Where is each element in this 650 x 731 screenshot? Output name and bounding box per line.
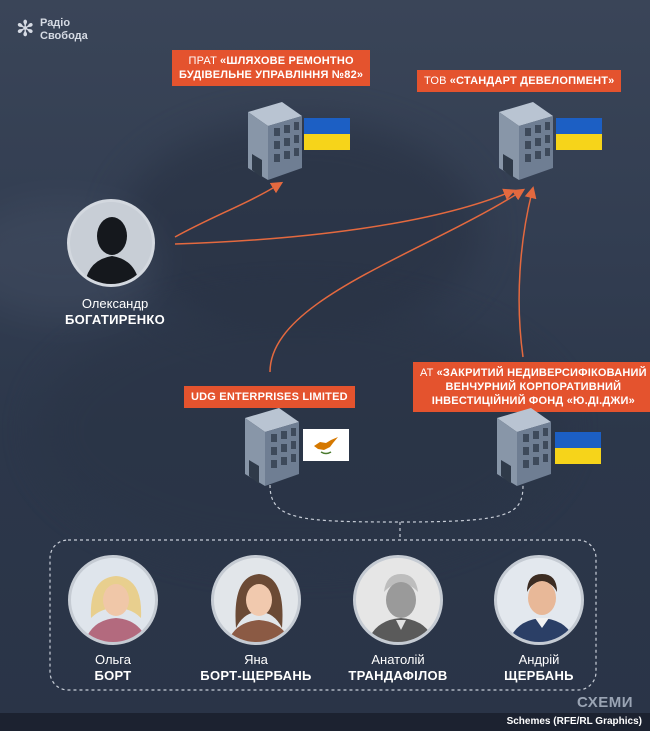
owner-name: Олександр БОГАТИРЕНКО [50,296,180,328]
company-label-fund: АТ«ЗАКРИТИЙ НЕДИВЕРСИФІКОВАНИЙ ВЕНЧУРНИЙ… [413,362,650,412]
dotted-link-companies [269,484,524,523]
person-name: Ольга БОРТ [48,652,178,684]
cyprus-map-icon [314,437,338,455]
avatar [211,555,301,645]
avatar [67,199,155,287]
logo-line1: Радіо [40,17,71,29]
person-name: Яна БОРТ-ЩЕРБАНЬ [181,652,331,684]
cyprus-flag-icon [303,429,349,461]
man-portrait-icon [508,574,576,642]
company-label-standart: ТОВ«СТАНДАРТ ДЕВЕЛОПМЕНТ» [417,70,622,92]
woman-portrait-icon [227,574,291,642]
ukraine-flag-icon [304,118,350,150]
company-name-line: ІНВЕСТИЦІЙНИЙ ФОНД «Ю.ДІ.ДЖИ» [431,395,635,407]
person-first-name: Яна [244,652,268,667]
building-icon [499,102,553,180]
company-name-line: «ШЛЯХОВЕ РЕМОНТНО [220,55,354,67]
person-last-name: ЩЕРБАНЬ [504,668,574,683]
building-icon [497,408,551,486]
company-prefix: ПРАТ [188,55,218,67]
company-name-line: UDG ENTERPRISES LIMITED [191,391,348,403]
schemes-logo: СХЕМИ [577,694,634,711]
person-last-name: БОРТ [94,668,132,683]
company-name-line: «ЗАКРИТИЙ НЕДИВЕРСИФІКОВАНИЙ [436,367,647,379]
person-first-name: Олександр [81,296,149,311]
person-first-name: Анатолій [371,652,425,667]
logo-line2: Свобода [40,30,88,42]
person-first-name: Андрій [518,652,560,667]
person-name: Андрій ЩЕРБАНЬ [474,652,604,684]
arrow-udg-to-standart [269,188,526,373]
company-prefix: АТ [420,367,434,379]
building-icon [245,408,299,486]
woman-portrait-icon [84,576,148,642]
person-name: Анатолій ТРАНДАФІЛОВ [328,652,468,684]
credit-bar: Schemes (RFE/RL Graphics) [0,713,650,731]
man-portrait-bw-icon [367,574,435,642]
company-name-line: «СТАНДАРТ ДЕВЕЛОПМЕНТ» [449,75,615,87]
company-name-line: БУДІВЕЛЬНЕ УПРАВЛІННЯ №82» [179,69,364,81]
anonymous-person-icon [84,217,140,284]
company-label-shrbu: ПРАТ«ШЛЯХОВЕ РЕМОНТНО БУДІВЕЛЬНЕ УПРАВЛІ… [172,50,371,86]
building-icon [248,102,302,180]
ukraine-flag-icon [555,432,601,464]
radio-svoboda-icon: ✻ [16,16,35,41]
people-group-frame [49,539,597,691]
arrow-owner-to-shrbu [174,181,284,238]
person-last-name: БОГАТИРЕНКО [64,312,166,327]
avatar [494,555,584,645]
person-last-name: БОРТ-ЩЕРБАНЬ [200,668,312,683]
person-last-name: ТРАНДАФІЛОВ [348,668,448,683]
avatar [68,555,158,645]
ukraine-flag-icon [556,118,602,150]
company-label-udg: UDG ENTERPRISES LIMITED [184,386,355,408]
person-first-name: Ольга [94,652,131,667]
arrow-fund-to-standart [518,186,537,358]
credit-text: Schemes (RFE/RL Graphics) [506,716,642,727]
arrow-owner-to-standart [174,188,516,245]
company-prefix: ТОВ [424,75,447,87]
company-name-line: ВЕНЧУРНИЙ КОРПОРАТИВНИЙ [445,381,622,393]
avatar [353,555,443,645]
